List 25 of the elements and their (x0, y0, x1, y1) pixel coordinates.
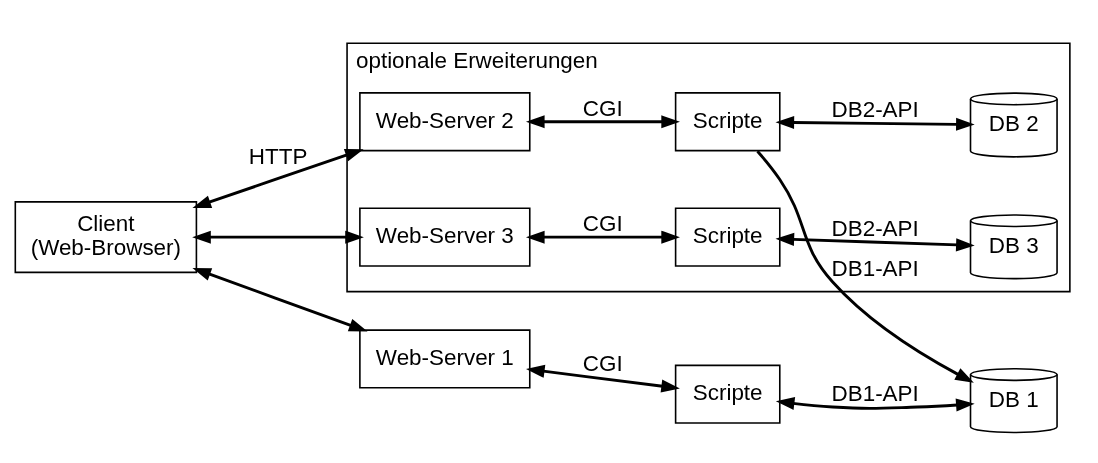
edge-label: DB1-API (831, 255, 919, 281)
edge-label: DB2-API (831, 97, 919, 123)
arrow (192, 268, 368, 332)
edge-label: CGI (582, 211, 623, 237)
node-box: Client (Web-Browser) (14, 201, 198, 274)
arrow (775, 116, 975, 131)
arrow (526, 364, 680, 393)
node-box: Scripte (674, 207, 781, 267)
arrow (756, 150, 974, 383)
node-box: Scripte (674, 364, 781, 424)
node-box: Web-Server 1 (359, 329, 531, 389)
edge-label: CGI (582, 350, 623, 376)
node-box: Web-Server 2 (359, 92, 531, 152)
node-box: Web-Server 3 (359, 207, 531, 267)
arrow (192, 149, 364, 209)
arrow (775, 397, 975, 412)
arrow (525, 115, 680, 129)
edge-label: DB1-API (831, 380, 919, 406)
node-box: Scripte (674, 92, 781, 152)
edge-label: DB2-API (831, 215, 919, 241)
edge-label: CGI (582, 95, 623, 121)
arrow (192, 230, 364, 244)
edge-label: HTTP (248, 143, 308, 169)
arrow (526, 230, 680, 244)
arrow (775, 232, 975, 252)
